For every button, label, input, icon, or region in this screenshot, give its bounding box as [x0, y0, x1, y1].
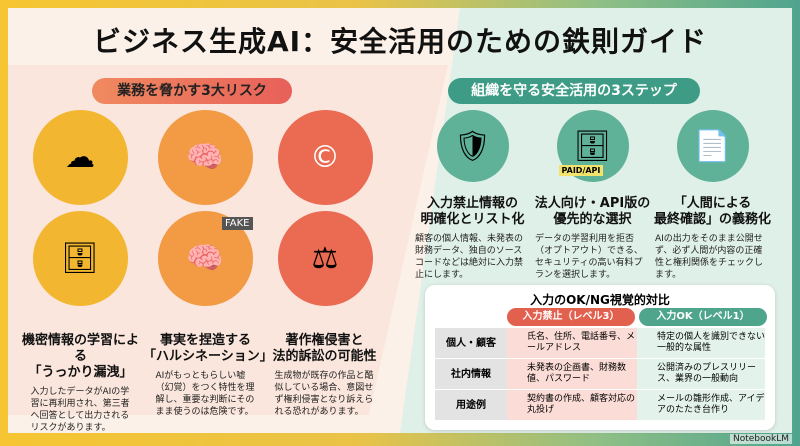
ok-ng-table: 入力のOK/NG視覚的対比 入力禁止（レベル3） 入力OK（レベル1） 個人・顧…: [425, 285, 775, 430]
step-1: 🛡 入力禁止情報の 明確化とリスト化 顧客の個人情報、未発表の財務データ、独自の…: [410, 110, 535, 281]
cloud-icon: ☁: [32, 110, 128, 205]
risk-leak: ☁ 🗄: [15, 110, 145, 306]
risk-desc: 生成物が既存の作品と酷似している場合、意図せず権利侵害となり訴えられる恐れがあり…: [274, 371, 374, 417]
step-title: 明確化とリスト化: [420, 212, 525, 227]
risk-text-0: 機密情報の学習による 「うっかり漏洩」 入力したデータがAIの学習に再利用され、…: [18, 333, 143, 434]
risk-title: 機密情報の学習による: [21, 333, 139, 364]
risk-text-2: 著作権侵害と 法的訴訟の可能性 生成物が既存の作品と酷似している場合、意図せず権…: [262, 333, 387, 418]
step-title: 最終確認」の義務化: [653, 212, 771, 227]
document-check-icon: 📄: [676, 110, 749, 182]
step-desc: AIの出力をそのまま公開せず、必ず人間が内容の正確性と権利関係をチェックします。: [655, 234, 764, 280]
step-title: 入力禁止情報の: [426, 196, 518, 211]
risk-desc: 入力したデータがAIの学習に再利用され、第三者へ回答として出力されるリスクがあり…: [30, 387, 130, 433]
ng-cell: 氏名、住所、電話番号、メールアドレス: [507, 328, 637, 358]
risk-title: 事実を捏造する: [159, 333, 251, 348]
ng-cell: 契約書の作成、顧客対応の丸投げ: [507, 390, 637, 420]
step-3: 📄 「人間による 最終確認」の義務化 AIの出力をそのまま公開せず、必ず人間が内…: [650, 110, 775, 281]
fake-badge: FAKE: [221, 217, 253, 230]
steps-header: 組織を守る安全活用の3ステップ: [448, 78, 700, 104]
table-row: 個人・顧客氏名、住所、電話番号、メールアドレス特定の個人を識別できない一般的な属…: [435, 328, 765, 358]
step-title: 「人間による: [673, 196, 752, 211]
ok-cell: 特定の個人を識別できない一般的な属性: [637, 328, 765, 358]
brain-icon: 🧠FAKE: [157, 211, 253, 306]
brain-icon: 🧠: [157, 110, 253, 205]
copyright-icon: ©: [277, 110, 373, 205]
ng-header: 入力禁止（レベル3）: [507, 308, 635, 326]
risk-copyright: © ⚖: [260, 110, 390, 306]
risk-title: 法的訴訟の可能性: [272, 349, 377, 364]
database-icon: 🗄: [32, 211, 128, 306]
paid-api-badge: PAID/API: [558, 165, 604, 176]
risk-title: 「ハルシネーション」: [143, 349, 273, 364]
row-label: 個人・顧客: [435, 328, 507, 358]
table-row: 社内情報未発表の企画書、財務数値、パスワード公開済みのプレスリリース、業界の一般…: [435, 359, 765, 389]
row-label: 社内情報: [435, 359, 507, 389]
step-title: 優先的な選択: [553, 212, 632, 227]
risk-text-1: 事実を捏造する 「ハルシネーション」 AIがもっともらしい嘘（幻覚）をつく特性を…: [143, 333, 273, 418]
ng-cell: 未発表の企画書、財務数値、パスワード: [507, 359, 637, 389]
table-title: 入力のOK/NG視覚的対比: [530, 293, 670, 307]
row-label: 用途例: [435, 390, 507, 420]
step-2: 🗄PAID/API 法人向け・API版の 優先的な選択 データの学習利用を拒否（…: [530, 110, 655, 281]
notebooklm-logo: NotebookLM: [729, 434, 792, 444]
risk-desc: AIがもっともらしい嘘（幻覚）をつく特性を理解し、重要な判断にそのまま使うのは危…: [155, 371, 255, 417]
table-row: 用途例契約書の作成、顧客対応の丸投げメールの雛形作成、アイデアのたたき台作り: [435, 390, 765, 420]
server-icon: 🗄PAID/API: [556, 110, 629, 182]
step-title: 法人向け・API版の: [534, 196, 651, 211]
ok-header: 入力OK（レベル1）: [639, 308, 767, 326]
step-desc: データの学習利用を拒否（オプトアウト）できる、セキュリティの高い有料プランを選択…: [535, 234, 643, 280]
risk-hallucination: 🧠 🧠FAKE: [140, 110, 270, 306]
risks-header: 業務を脅かす3大リスク: [92, 78, 292, 104]
ok-cell: 公開済みのプレスリリース、業界の一般動向: [637, 359, 765, 389]
risk-title: 「うっかり漏洩」: [28, 365, 133, 380]
shield-icon: 🛡: [436, 110, 509, 182]
step-desc: 顧客の個人情報、未発表の財務データ、独自のソースコードなどは絶対に入力禁止にしま…: [415, 234, 524, 280]
risk-title: 著作権侵害と: [285, 333, 364, 348]
gavel-icon: ⚖: [277, 211, 373, 306]
ok-cell: メールの雛形作成、アイデアのたたき台作り: [637, 390, 765, 420]
page-title: ビジネス生成AI：安全活用のための鉄則ガイド: [92, 25, 708, 58]
